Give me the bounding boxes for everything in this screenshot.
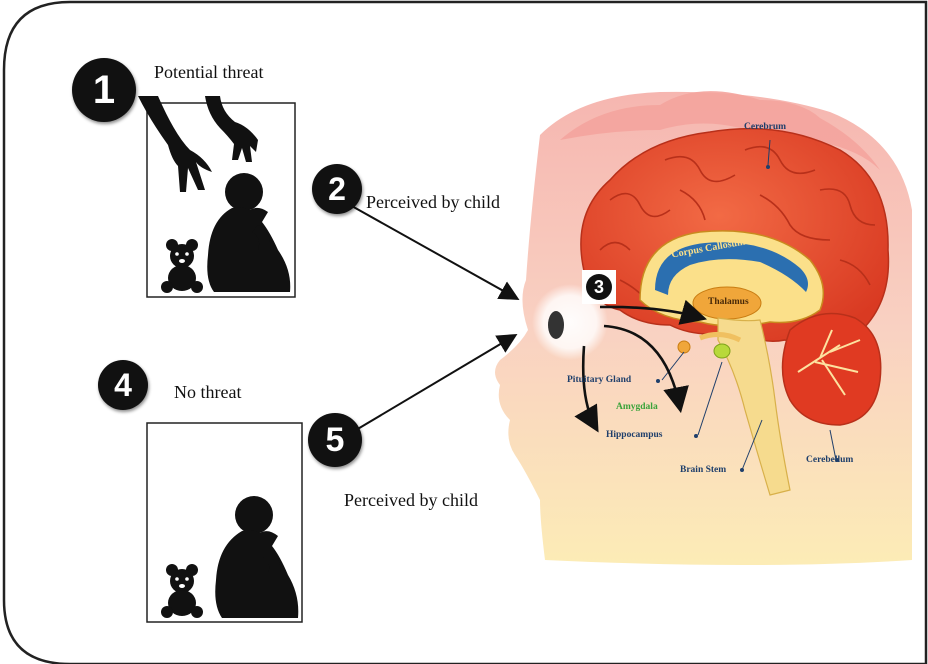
threat-panel — [138, 96, 295, 297]
step-1-badge: 1 — [72, 58, 136, 122]
step-2-badge: 2 — [312, 164, 362, 214]
brain-stem-label: Brain Stem — [680, 465, 726, 475]
step-5-label: Perceived by child — [344, 490, 478, 511]
step-2-label: Perceived by child — [366, 192, 500, 213]
nothreat-panel — [147, 423, 302, 622]
eye — [548, 311, 564, 339]
step-3-number: 3 — [586, 274, 612, 300]
arrow-threat-perception — [350, 205, 516, 298]
step-4-badge: 4 — [98, 360, 148, 410]
amygdala-label: Amygdala — [616, 402, 658, 412]
hippocampus-label: Hippocampus — [606, 430, 663, 440]
amygdala-shape — [714, 344, 730, 358]
pituitary-gland-label: Pituitary Gland — [567, 375, 631, 385]
cerebellum-label: Cerebellum — [806, 455, 853, 465]
thalamus-label: Thalamus — [708, 297, 749, 307]
step-4-label: No threat — [174, 382, 241, 403]
perception-arrows — [350, 205, 516, 430]
pituitary-shape — [678, 341, 690, 353]
step-3-badge: 3 — [582, 270, 616, 304]
step-1-label: Potential threat — [154, 62, 263, 83]
child-head — [225, 173, 263, 211]
child-head-2 — [235, 496, 273, 534]
step-5-badge: 5 — [308, 413, 362, 467]
cerebrum-label: Cerebrum — [744, 122, 786, 132]
arrow-nothreat-perception — [356, 336, 514, 430]
